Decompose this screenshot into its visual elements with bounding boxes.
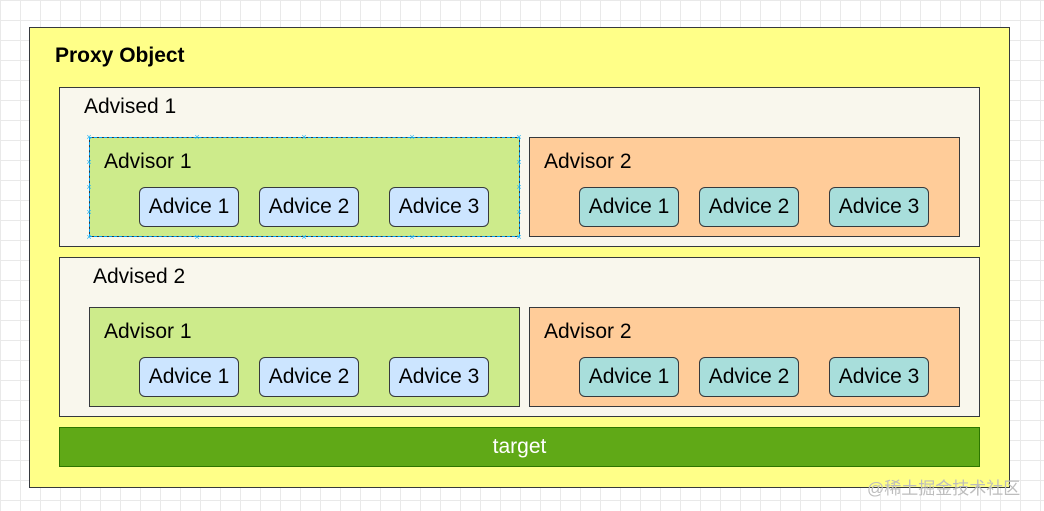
resize-handle-s2[interactable]: ×: [301, 232, 307, 242]
resize-handle-ne[interactable]: ×: [516, 132, 522, 142]
resize-handle-se[interactable]: ×: [516, 232, 522, 242]
resize-handle-e3[interactable]: ×: [516, 207, 522, 217]
advised-2-advisor-2-label: Advisor 2: [544, 320, 632, 343]
watermark-text: @稀土掘金技术社区: [867, 479, 1021, 498]
advised-1-advisor-2-advice-2[interactable]: Advice 2: [699, 187, 799, 227]
proxy-object-title: Proxy Object: [55, 44, 185, 67]
advised-1-advisor-1-advice-2[interactable]: Advice 2: [259, 187, 359, 227]
advised-1-label: Advised 1: [84, 95, 177, 118]
advised-1-advisor-1-advice-3[interactable]: Advice 3: [389, 187, 489, 227]
resize-handle-w1[interactable]: ×: [86, 157, 92, 167]
advised-1-advisor-1-label: Advisor 1: [104, 150, 192, 173]
advised-2-advisor-1-label: Advisor 1: [104, 320, 192, 343]
resize-handle-sw[interactable]: ×: [86, 232, 92, 242]
resize-handle-nw[interactable]: ×: [86, 132, 92, 142]
advised-2-advisor-1-advice-3[interactable]: Advice 3: [389, 357, 489, 397]
resize-handle-w3[interactable]: ×: [86, 207, 92, 217]
advised-2-advisor-2-advice-1[interactable]: Advice 1: [579, 357, 679, 397]
advised-2-label: Advised 2: [93, 265, 186, 288]
resize-handle-s3[interactable]: ×: [409, 232, 415, 242]
advised-1-advisor-2-label: Advisor 2: [544, 150, 632, 173]
target-bar[interactable]: target: [59, 427, 980, 467]
resize-handle-n2[interactable]: ×: [301, 132, 307, 142]
resize-handle-w2[interactable]: ×: [86, 182, 92, 192]
resize-handle-n1[interactable]: ×: [194, 132, 200, 142]
advised-1-advisor-2-advice-3[interactable]: Advice 3: [829, 187, 929, 227]
advised-2-advisor-1-advice-1[interactable]: Advice 1: [139, 357, 239, 397]
advised-2-advisor-2-advice-2[interactable]: Advice 2: [699, 357, 799, 397]
advised-2-advisor-1-advice-2[interactable]: Advice 2: [259, 357, 359, 397]
resize-handle-n3[interactable]: ×: [409, 132, 415, 142]
resize-handle-e1[interactable]: ×: [516, 157, 522, 167]
advised-1-advisor-1-advice-1[interactable]: Advice 1: [139, 187, 239, 227]
advised-1-advisor-2-advice-1[interactable]: Advice 1: [579, 187, 679, 227]
resize-handle-s1[interactable]: ×: [194, 232, 200, 242]
resize-handle-e2[interactable]: ×: [516, 182, 522, 192]
advised-2-advisor-2-advice-3[interactable]: Advice 3: [829, 357, 929, 397]
